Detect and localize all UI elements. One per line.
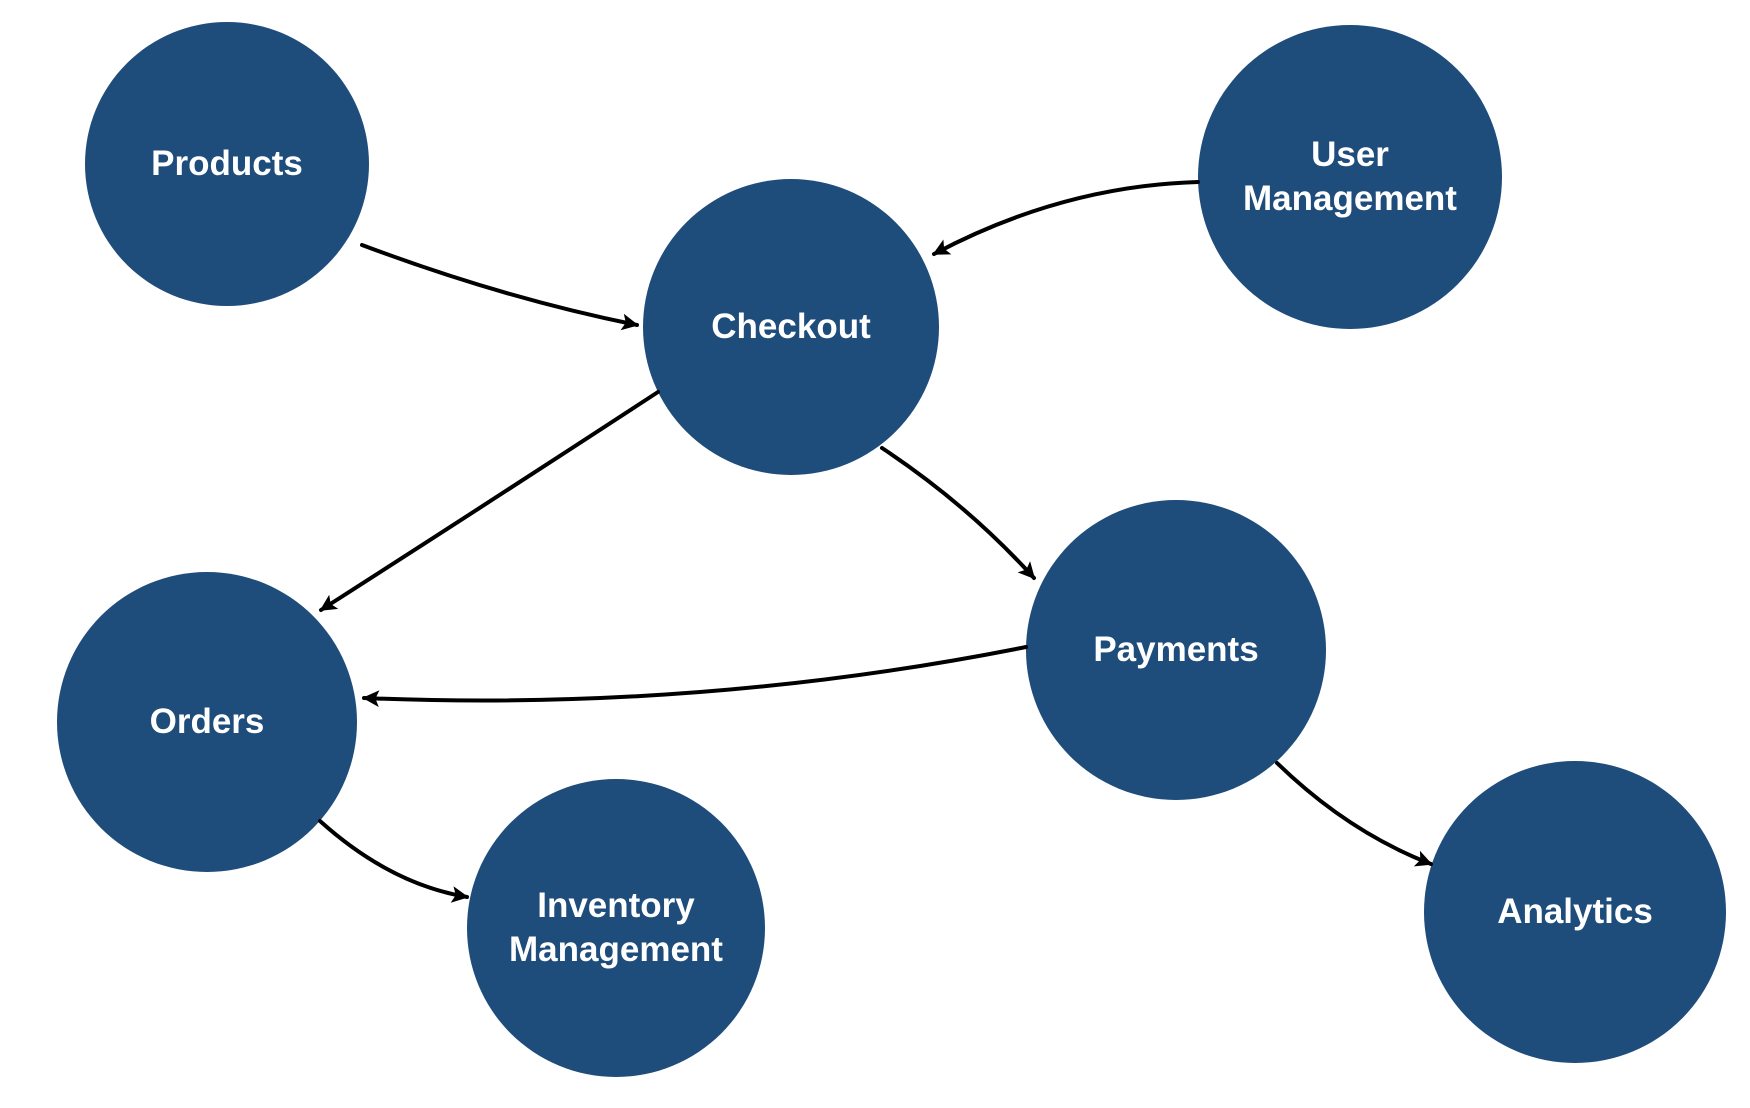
edge-checkout-to-orders <box>319 390 660 612</box>
node-orders[interactable]: Orders <box>57 572 357 872</box>
edge-orders-to-inventory-management <box>318 819 469 903</box>
node-checkout[interactable]: Checkout <box>643 179 939 475</box>
node-user-management[interactable]: User Management <box>1198 25 1502 329</box>
node-label: Orders <box>149 702 265 742</box>
edge-payments-to-orders <box>362 645 1028 708</box>
edge-user-management-to-checkout <box>932 180 1200 256</box>
node-analytics[interactable]: Analytics <box>1424 761 1726 1063</box>
node-label: User Management <box>1243 135 1457 218</box>
node-label: Analytics <box>1497 892 1653 932</box>
node-payments[interactable]: Payments <box>1026 500 1326 800</box>
node-label: Checkout <box>711 307 871 347</box>
node-label: Products <box>151 144 303 184</box>
edge-checkout-to-payments <box>880 446 1036 580</box>
edge-products-to-checkout <box>360 243 639 331</box>
node-inventory-management[interactable]: Inventory Management <box>467 779 765 1077</box>
node-products[interactable]: Products <box>85 22 369 306</box>
node-label: Inventory Management <box>509 886 723 969</box>
edge-payments-to-analytics <box>1275 761 1433 867</box>
node-label: Payments <box>1093 630 1259 670</box>
